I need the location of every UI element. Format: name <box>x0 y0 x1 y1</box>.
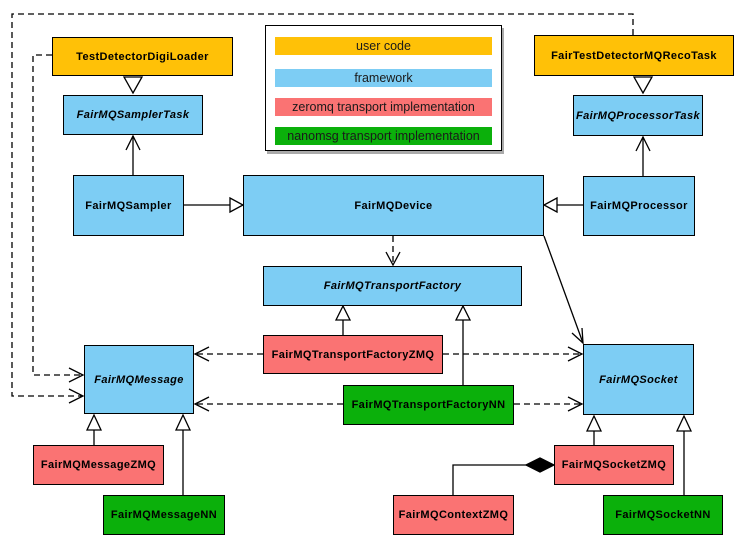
class-box-fairmqsocketnn: FairMQSocketNN <box>603 495 723 535</box>
class-box-fairmqsocketzmq: FairMQSocketZMQ <box>554 445 674 485</box>
edge-processor-device <box>542 196 583 214</box>
edge-recotask-message <box>11 13 634 404</box>
class-box-fairmqmessagezmq: FairMQMessageZMQ <box>33 445 164 485</box>
edge-socketnn-socket <box>675 414 693 495</box>
class-label: FairMQMessage <box>94 373 184 386</box>
class-label: FairMQTransportFactoryZMQ <box>271 348 435 361</box>
class-label: FairMQSocketZMQ <box>561 459 667 471</box>
class-label: FairMQContextZMQ <box>398 509 509 521</box>
class-label: FairMQProcessorTask <box>576 109 700 122</box>
edge-factorynn-socket <box>514 396 584 412</box>
class-box-fairmqmessagenn: FairMQMessageNN <box>103 495 225 535</box>
edge-device-factory <box>385 236 401 267</box>
edge-factorynn-factory <box>454 304 472 385</box>
class-label: FairMQSocket <box>599 373 678 386</box>
class-box-fairmqsampler: FairMQSampler <box>73 175 184 236</box>
edge-factoryzmq-message <box>193 346 263 362</box>
class-label: FairMQMessageNN <box>110 509 218 521</box>
edge-sampler-device <box>184 196 245 214</box>
edge-contextzmq-socketzmq <box>452 457 556 495</box>
legend-item-zeromq: zeromq transport implementation <box>275 98 492 116</box>
class-box-fairmqsamplertask: FairMQSamplerTask <box>63 95 203 135</box>
class-label: FairMQSamplerTask <box>76 109 190 121</box>
class-box-fairmqsocket: FairMQSocket <box>583 344 694 415</box>
legend-item-user-code: user code <box>275 37 492 55</box>
edge-sampler-samplertask <box>125 134 141 175</box>
class-box-fairmqtransportfactory: FairMQTransportFactory <box>263 266 522 306</box>
edge-messagenn-message <box>174 413 192 495</box>
edge-factoryzmq-socket <box>443 346 584 362</box>
class-label: FairTestDetectorMQRecoTask <box>551 49 717 62</box>
class-box-fairtestdetectormqrecotask: FairTestDetectorMQRecoTask <box>534 35 734 76</box>
class-box-fairmqmessage: FairMQMessage <box>84 345 194 414</box>
legend-item-nanomsg: nanomsg transport implementation <box>275 127 492 145</box>
class-box-fairmqtransportfactoryzmq: FairMQTransportFactoryZMQ <box>263 335 443 374</box>
class-box-fairmqprocessor: FairMQProcessor <box>583 176 695 236</box>
class-box-fairmqprocessortask: FairMQProcessorTask <box>573 95 703 136</box>
edge-device-socket <box>543 235 584 345</box>
edge-processor-processortask <box>635 135 651 176</box>
class-box-testdetectordigiloader: TestDetectorDigiLoader <box>52 37 233 76</box>
edge-tdl-message <box>32 54 85 383</box>
edge-recotask-processortask <box>632 76 654 95</box>
class-box-fairmqtransportfactorynn: FairMQTransportFactoryNN <box>343 385 514 425</box>
class-label: FairMQTransportFactoryNN <box>351 399 506 411</box>
edge-factoryzmq-factory <box>334 304 352 335</box>
class-label: FairMQDevice <box>354 199 433 212</box>
legend-item-framework: framework <box>275 69 492 87</box>
legend: user code framework zeromq transport imp… <box>265 25 502 151</box>
class-label: FairMQSocketNN <box>615 509 711 521</box>
class-label: FairMQMessageZMQ <box>40 459 157 471</box>
class-label: TestDetectorDigiLoader <box>76 50 209 63</box>
class-box-fairmqcontextzmq: FairMQContextZMQ <box>393 495 514 535</box>
edge-tdl-samplertask <box>122 76 144 95</box>
edge-messagezmq-message <box>85 413 103 445</box>
class-label: FairMQTransportFactory <box>323 280 462 292</box>
edge-factorynn-message <box>193 396 343 412</box>
class-label: FairMQSampler <box>85 199 172 212</box>
class-label: FairMQProcessor <box>590 200 688 212</box>
class-box-fairmqdevice: FairMQDevice <box>243 175 544 236</box>
edge-socketzmq-socket <box>585 414 603 445</box>
